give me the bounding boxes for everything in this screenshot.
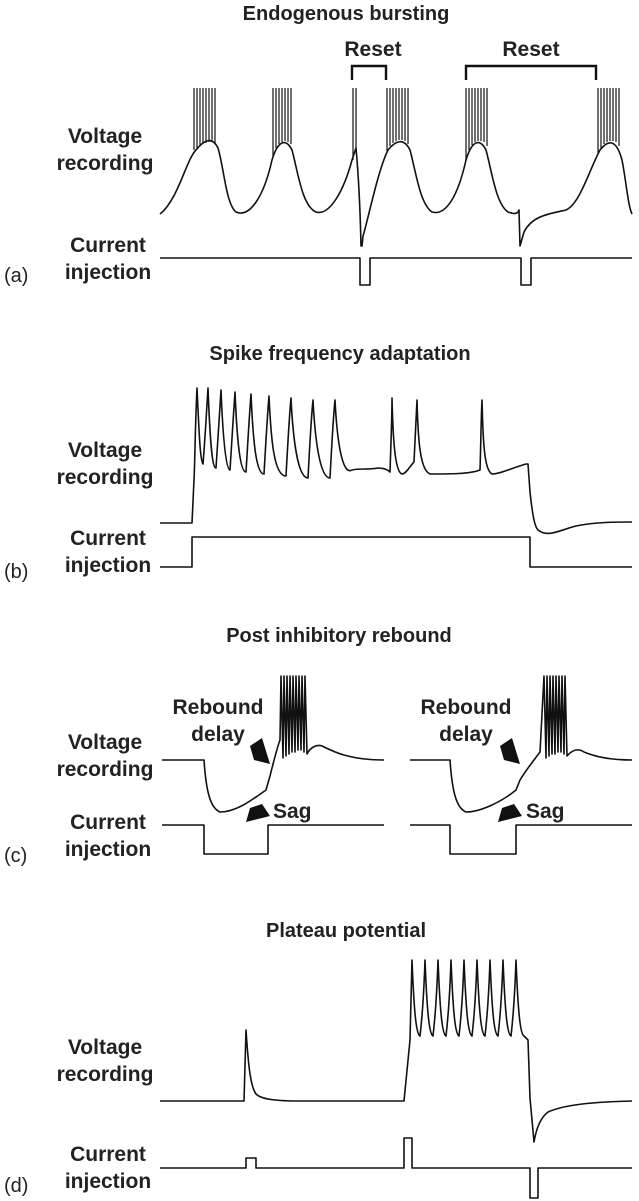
panel-c-voltage-trace-left <box>162 675 385 813</box>
panel-a-burst-2 <box>272 88 292 156</box>
panel-b-current-label-line2: injection <box>65 554 151 577</box>
panel-d-voltage-trace <box>160 959 633 1143</box>
panel-b-voltage-trace <box>160 387 633 535</box>
panel-b-current-trace <box>160 536 632 568</box>
panel-d: Plateau potential Voltage recording Curr… <box>4 920 633 1199</box>
panel-a-current-label-line1: Current <box>70 234 146 257</box>
panel-a-burst-3 <box>352 88 357 160</box>
panel-c: Post inhibitory rebound Voltage recordin… <box>4 625 633 867</box>
panel-c-title: Post inhibitory rebound <box>226 625 452 647</box>
sag-label-left: Sag <box>273 800 312 823</box>
panel-d-voltage-label-line2: recording <box>57 1063 154 1086</box>
panel-b-label: (b) <box>4 561 28 583</box>
panel-c-voltage-trace-right <box>410 675 633 813</box>
panel-d-label: (d) <box>4 1175 28 1197</box>
panel-b-current-label-line1: Current <box>70 527 146 550</box>
panel-b-voltage-label-line1: Voltage <box>68 439 142 462</box>
panel-c-voltage-label-line1: Voltage <box>68 731 142 754</box>
rebound-arrow-left <box>250 738 270 764</box>
panel-a-voltage-label-line2: recording <box>57 152 154 175</box>
panel-d-title: Plateau potential <box>266 920 426 942</box>
rebound-label-right-line2: delay <box>439 723 493 746</box>
sag-arrow-left <box>246 804 270 822</box>
panel-a-title: Endogenous bursting <box>243 3 450 25</box>
panel-d-current-label-line2: injection <box>65 1170 151 1193</box>
panel-d-current-label-line1: Current <box>70 1143 146 1166</box>
panel-c-current-trace-right <box>410 824 632 855</box>
panel-c-voltage-label-line2: recording <box>57 758 154 781</box>
panel-a-voltage-trace <box>159 139 633 247</box>
panel-c-current-trace-left <box>162 824 384 855</box>
sag-arrow-right <box>498 804 522 822</box>
panel-a-label: (a) <box>4 265 28 287</box>
panel-a-burst-6 <box>597 88 620 154</box>
panel-a-burst-1 <box>193 88 216 150</box>
reset-bracket-2 <box>464 64 598 80</box>
panel-a-current-label-line2: injection <box>65 261 151 284</box>
rebound-label-right-line1: Rebound <box>421 696 512 719</box>
rebound-arrow-right <box>500 738 520 764</box>
panel-b-voltage-label-line2: recording <box>57 466 154 489</box>
panel-c-current-label-line2: injection <box>65 838 151 861</box>
panel-c-label: (c) <box>4 845 27 867</box>
panel-b-title: Spike frequency adaptation <box>209 343 470 365</box>
panel-a-current-trace <box>160 257 632 286</box>
reset-bracket-1 <box>350 64 388 80</box>
panel-a: Endogenous bursting Reset Reset Voltage … <box>4 3 633 287</box>
rebound-label-left-line1: Rebound <box>173 696 264 719</box>
panel-a-voltage-label-line1: Voltage <box>68 125 142 148</box>
panel-b: Spike frequency adaptation Voltage recor… <box>4 343 633 583</box>
panel-d-voltage-label-line1: Voltage <box>68 1036 142 1059</box>
rebound-label-left-line2: delay <box>191 723 245 746</box>
panel-d-current-trace <box>160 1137 632 1199</box>
sag-label-right: Sag <box>526 800 565 823</box>
panel-a-burst-5 <box>465 88 488 160</box>
panel-a-burst-4 <box>386 88 409 152</box>
reset-label-1: Reset <box>344 38 401 61</box>
panel-c-current-label-line1: Current <box>70 811 146 834</box>
reset-label-2: Reset <box>502 38 559 61</box>
